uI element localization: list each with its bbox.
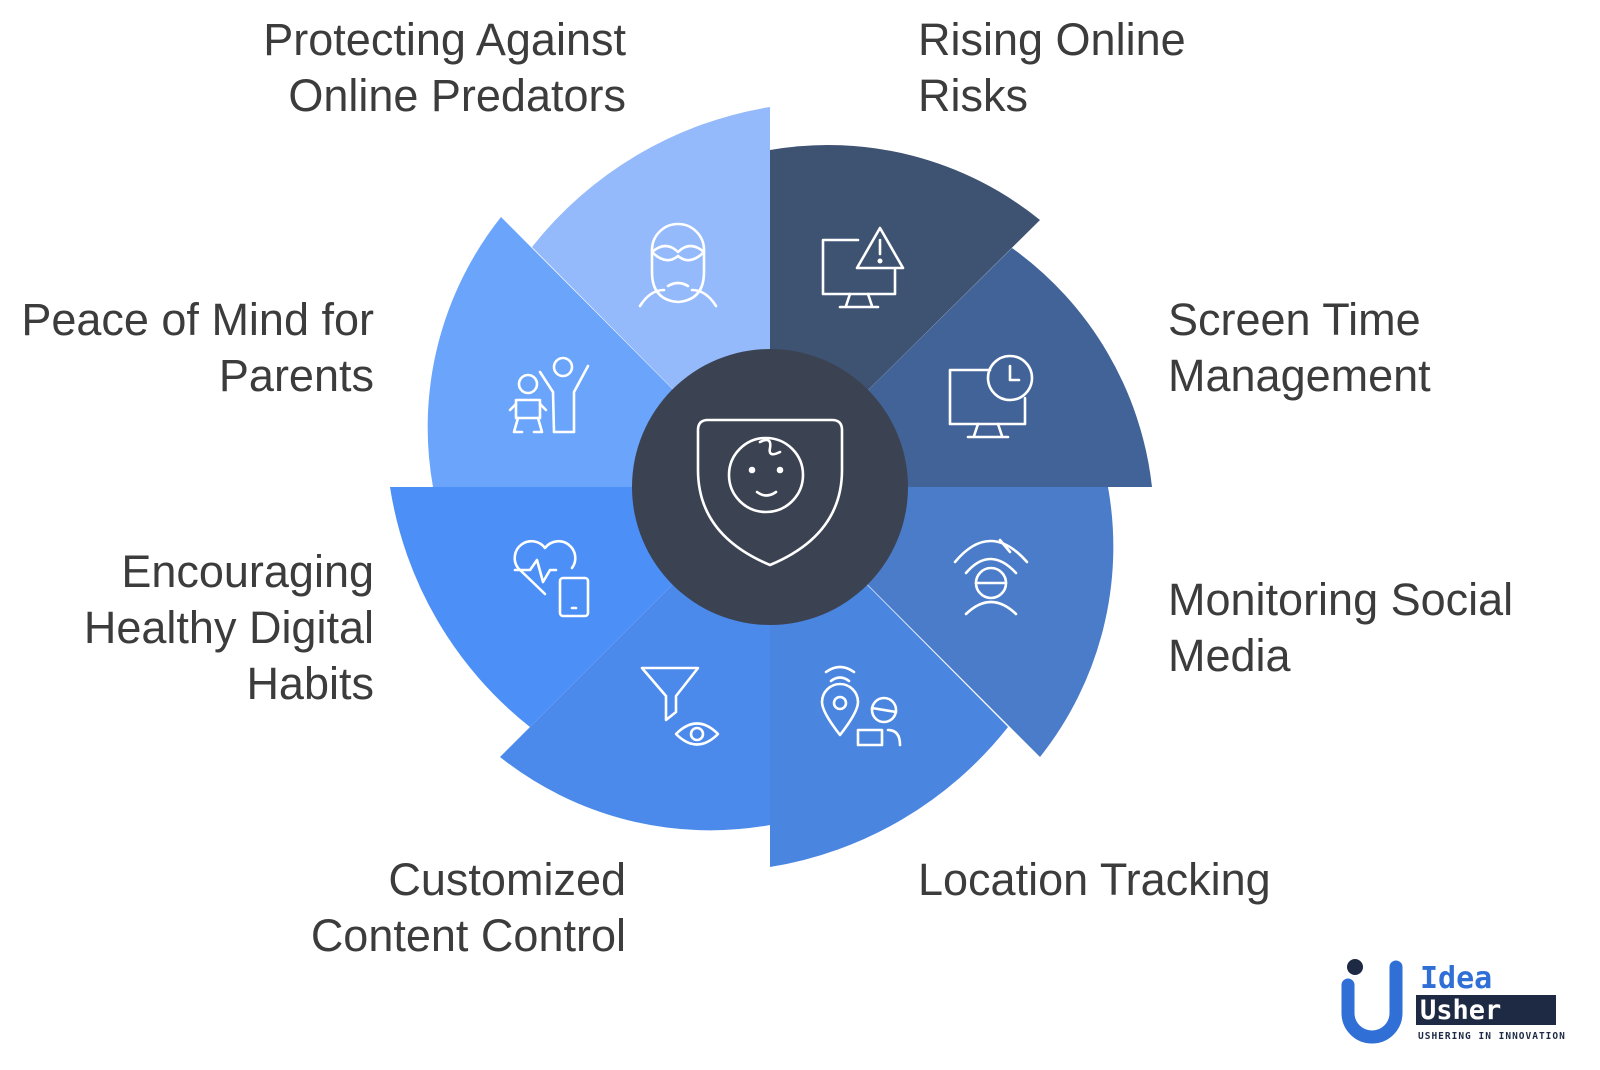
label-line: Screen Time [1168, 294, 1421, 345]
label-line: Rising Online [918, 14, 1186, 65]
label-line: Peace of Mind for [21, 294, 374, 345]
logo-dot [1347, 959, 1363, 975]
label-line: Media [1168, 630, 1291, 681]
monitor-warning-icon [821, 226, 905, 309]
label-line: Healthy Digital [83, 602, 374, 653]
label-line: Encouraging [121, 546, 374, 597]
label-customized-content-control: Customized Content Control [311, 852, 626, 964]
idea-usher-logo[interactable]: Idea Usher USHERING IN INNOVATION [1340, 955, 1565, 1045]
center-circle [632, 349, 908, 625]
label-line: Protecting Against [263, 14, 626, 65]
label-rising-online-risks: Rising Online Risks [918, 12, 1186, 124]
label-screen-time-management: Screen Time Management [1168, 292, 1431, 404]
label-location-tracking: Location Tracking [918, 852, 1271, 908]
logo-usher-band [1416, 995, 1556, 1025]
logo-word-usher: Usher [1420, 995, 1501, 1026]
label-protecting-against-online-predators: Protecting Against Online Predators [263, 12, 626, 124]
label-line: Customized [388, 854, 626, 905]
logo-u-mark [1341, 960, 1403, 1044]
monitor-clock-icon [948, 354, 1034, 439]
label-line: Content Control [310, 910, 626, 961]
label-line: Location Tracking [918, 854, 1271, 905]
parent-child-icon [508, 356, 590, 434]
label-encouraging-healthy-digital-habits: Encouraging Healthy Digital Habits [84, 544, 374, 712]
user-signal-icon [953, 538, 1029, 616]
masked-person-icon [638, 222, 718, 308]
logo-word-idea: Idea [1420, 961, 1492, 996]
label-line: Management [1168, 350, 1431, 401]
location-user-icon [820, 665, 902, 747]
label-line: Risks [918, 70, 1028, 121]
heart-phone-icon [513, 539, 590, 618]
logo-tagline: USHERING IN INNOVATION [1418, 1031, 1565, 1042]
label-line: Parents [218, 350, 374, 401]
filter-eye-icon [640, 666, 720, 746]
label-line: Habits [246, 658, 374, 709]
label-line: Online Predators [288, 70, 626, 121]
label-monitoring-social-media: Monitoring Social Media [1168, 572, 1513, 684]
label-peace-of-mind-for-parents: Peace of Mind for Parents [21, 292, 374, 404]
label-line: Monitoring Social [1168, 574, 1514, 625]
shield-baby-icon [696, 418, 844, 567]
